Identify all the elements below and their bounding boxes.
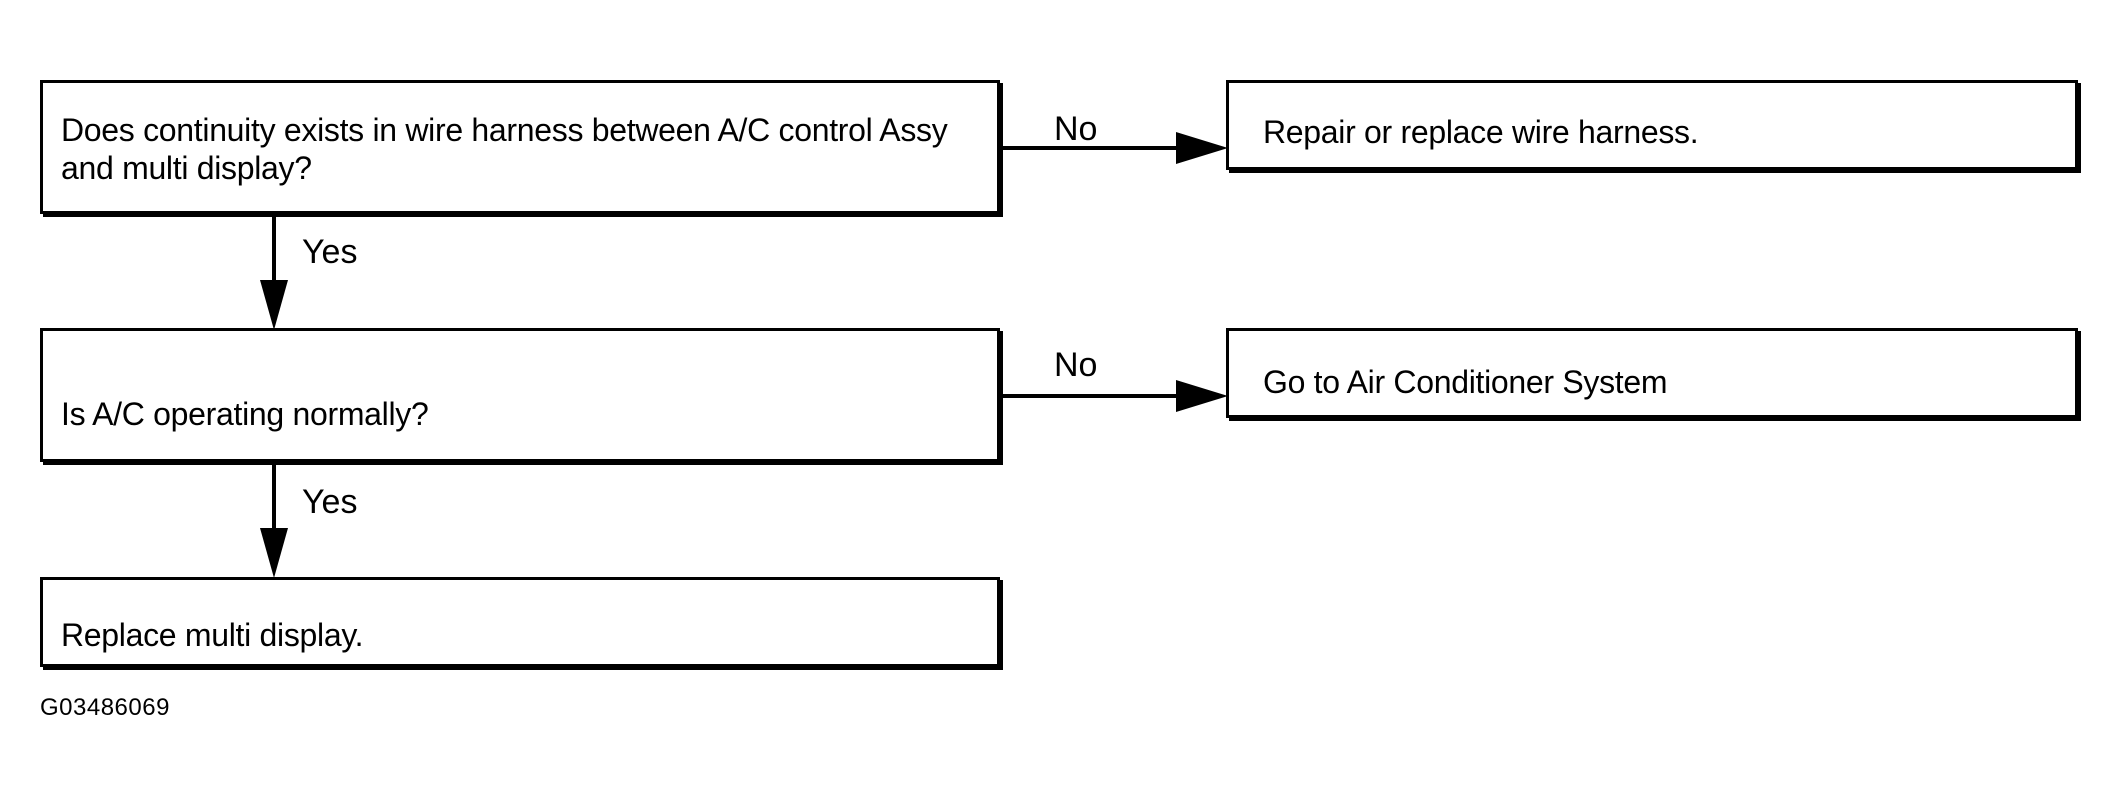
edge-q2-a3-arrowhead [260,528,288,578]
edge-q2-a3-label: Yes [302,483,358,521]
edge-q1-a1 [1000,132,1228,164]
edge-q2-a2-arrowhead [1176,380,1228,412]
node-q2-box: Is A/C operating normally? [40,328,1000,462]
edge-q1-q2-arrowhead [260,280,288,330]
node-a2-text: Go to Air Conditioner System [1263,364,1668,400]
edge-q1-a1-label: No [1054,110,1098,148]
edge-q2-a2-label: No [1054,346,1098,384]
node-a3-text: Replace multi display. [61,617,364,653]
node-q1-text: Does continuity exists in wire harness b… [61,112,948,186]
figure-id: G03486069 [40,694,170,721]
edge-q1-a1-arrowhead [1176,132,1228,164]
node-q1-box: Does continuity exists in wire harness b… [40,80,1000,214]
node-a1-box: Repair or replace wire harness. [1226,80,2078,170]
node-a2-box: Go to Air Conditioner System [1226,328,2078,418]
node-a3-box: Replace multi display. [40,577,1000,667]
edge-q2-a3 [260,464,288,578]
node-a1-text: Repair or replace wire harness. [1263,114,1699,150]
node-q2-text: Is A/C operating normally? [61,396,429,432]
edge-q1-q2 [260,215,288,330]
edge-q1-q2-label: Yes [302,233,358,271]
edge-q2-a2 [1000,380,1228,412]
